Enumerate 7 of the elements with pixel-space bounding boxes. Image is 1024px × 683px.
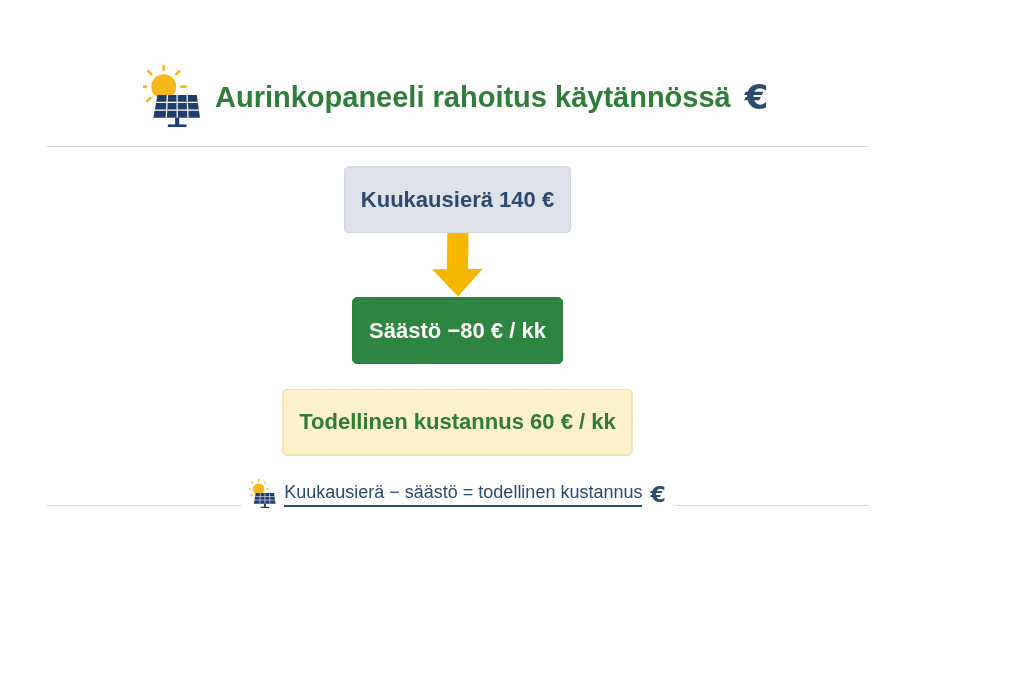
euro-sign: € [650, 481, 666, 507]
process-box: Säästö −80 € / kk [352, 297, 563, 364]
process-box: Todellinen kustannus 60 € / kk [282, 389, 633, 456]
title: Aurinkopaneeli rahoitus käytännössä [215, 80, 731, 114]
euro-sign: € [744, 77, 769, 117]
process-box: Kuukausierä 140 € [344, 166, 571, 233]
caption: Kuukausierä − säästö = todellinen kustannus [284, 481, 643, 507]
